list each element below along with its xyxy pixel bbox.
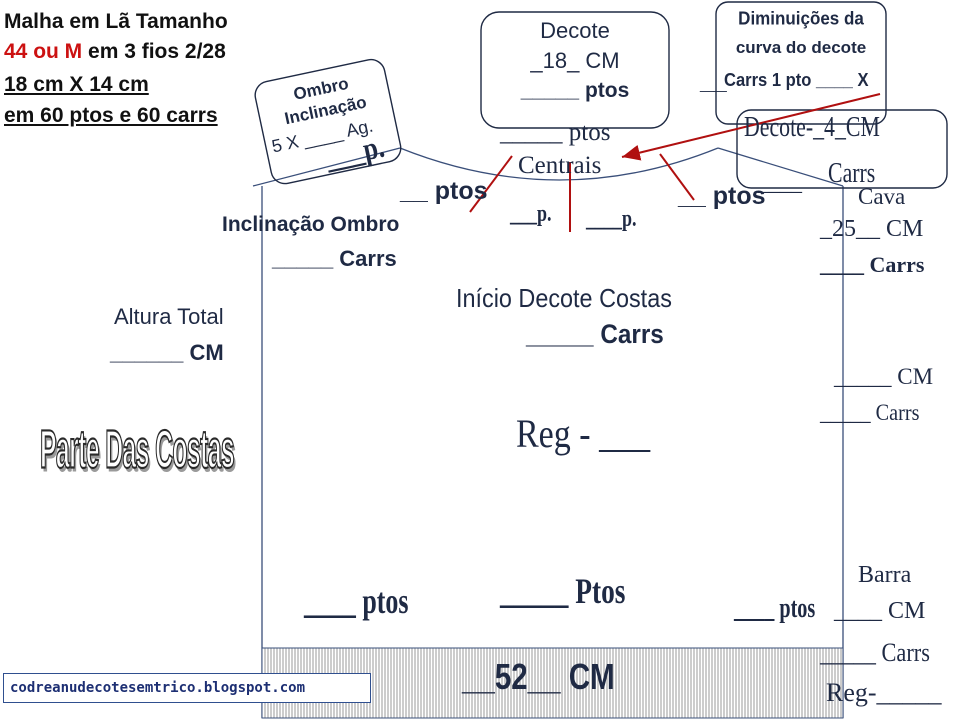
ombro-carrs-label: _____ Carrs [272,246,397,271]
barra-carrs-label: _____ Carrs [820,638,930,667]
decote-title: Decote [540,18,610,43]
side-carrs-label: _____ Carrs [820,400,920,425]
decote-carrs-label: Carrs [828,158,876,189]
diminuicoes-box-frame [715,1,887,125]
decote-cm-label: Decote-_4_CM [744,112,880,143]
bottom-ptos-right: ____ ptos [734,593,816,624]
decote-box: Decote _18_ CM _____ ptos [481,16,669,106]
ombro-box-frame [254,58,402,185]
decote-ptos: _____ ptos [520,79,630,102]
barra-reg-label: Reg-_____ [826,678,942,707]
side-cm-label: _____ CM [834,364,934,389]
decote-cm-box-frame [736,109,948,189]
centrais-ptos-label: _____ ptos [500,119,611,146]
pointer-lines [469,93,881,232]
garment-outline [252,147,844,718]
centrais-label: Centrais [518,152,602,179]
diminuicoes-prefix: __ [700,68,727,95]
reg-label: Reg - ___ [516,411,651,456]
header-line-1: Malha em Lã Tamanho [4,10,228,33]
cava-cm-label: _25__ CM [820,216,924,242]
header-line-3: 18 cm X 14 cm [4,73,149,96]
pointer-right-ptos [659,153,695,201]
barra-cm-label: ____ CM [834,598,926,624]
diminuicoes-line-3: Carrs 1 pto ____ X [724,70,869,90]
parte-das-costas-title: Parte Das Costas [40,419,236,481]
pointer-left-ptos [469,155,513,213]
cava-label: Cava [858,184,906,209]
info-boxes [254,1,948,189]
decote-cm: _18_ CM [530,48,620,73]
altura-total-label: Altura Total [114,304,224,329]
inicio-decote-label: Início Decote Costas [456,283,672,313]
header-line-2-rest: em 3 fios 2/28 [82,40,226,63]
header-line-2: 44 ou M em 3 fios 2/28 [4,40,226,64]
blog-url-link[interactable]: codreanudecotesemtrico.blogspot.com [3,673,371,703]
ptos-right-label: __ ptos [678,182,766,210]
header-line-4: em 60 ptos e 60 carrs [4,104,218,127]
pointer-diminuicoes-arrow [621,93,881,161]
header-size-red: 44 ou M [4,40,83,63]
right-shoulder-line [717,147,844,187]
decote-cm-prefix: ____ [758,170,802,195]
cava-carrs-label: ____ Carrs [820,252,925,277]
bottom-ptos-center: _____ Ptos [500,571,626,611]
left-shoulder-line [252,147,401,187]
p-left-label: ___p. [510,201,552,227]
neckline-curve [399,147,719,181]
ptos-left-label: __ ptos [400,177,488,205]
width-cm-label: __52__ CM [462,656,615,697]
altura-cm-label: ______ CM [110,340,224,365]
inicio-carrs-label: _____ Carrs [526,319,664,349]
barra-label: Barra [858,562,912,588]
diminuicoes-line-1: Diminuições da [738,8,864,29]
inclinacao-ombro-label: Inclinação Ombro [222,213,400,236]
bottom-ptos-left: ____ ptos [304,581,409,621]
decote-box-frame [480,11,670,129]
diminuicoes-line-2: curva do decote [735,38,867,57]
diminuicoes-box: Diminuições da curva do decote [716,4,886,62]
p-right-label: ____p. [586,206,637,232]
